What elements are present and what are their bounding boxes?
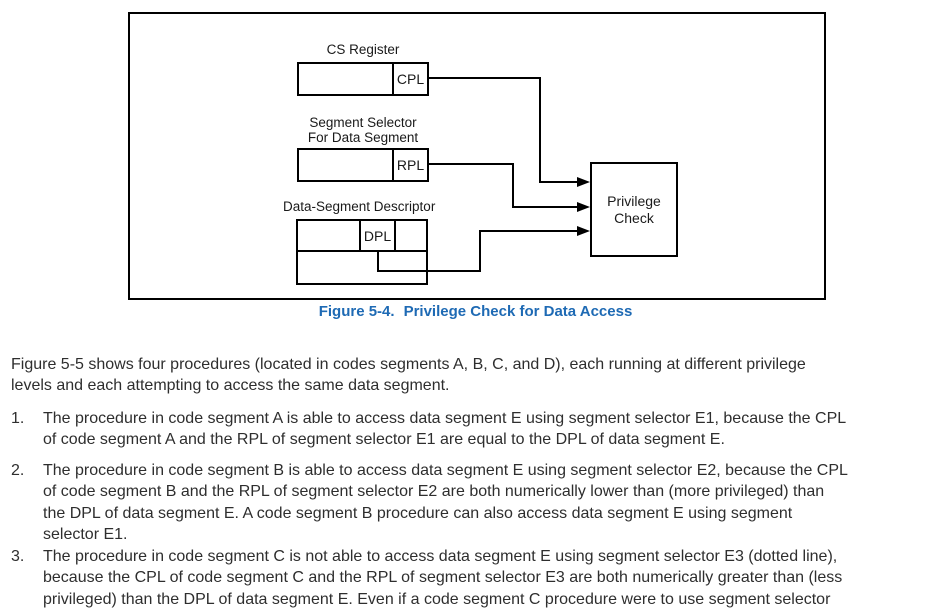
dpl-field-label: DPL [363,227,392,244]
dpl-connector-h1 [377,270,481,272]
dpl-connector-v2 [479,230,481,272]
text-line: privileged) than the DPL of data segment… [43,590,831,608]
rpl-connector-h1 [429,163,514,165]
cpl-connector-v [539,77,541,183]
segment-selector-divider [392,150,394,180]
rpl-connector-h2 [512,206,577,208]
list-item-number: 1. [11,410,25,427]
rpl-connector-v [512,163,514,208]
text-line: The procedure in code segment B is able … [43,462,848,479]
cs-register-label: CS Register [326,42,400,57]
list-item-number: 3. [11,548,25,565]
figure-caption-title: Privilege Check for Data Access [403,303,633,320]
intro-paragraph: Figure 5-5 shows four procedures (locate… [11,354,806,397]
privilege-check-line1: Privilege [607,192,661,209]
list-item-text: The procedure in code segment C is not a… [43,546,842,610]
figure-frame [128,12,826,300]
dpl-connector-v1 [377,250,379,272]
text-line: levels and each attempting to access the… [11,377,450,395]
text-line: because the CPL of code segment C and th… [43,569,843,587]
descriptor-divider-1 [359,221,361,250]
list-item-text: The procedure in code segment A is able … [43,408,846,451]
cpl-field-label: CPL [396,71,425,87]
text-line: the DPL of data segment E. A code segmen… [43,504,793,522]
rpl-arrow-icon [577,202,590,212]
text-line: Figure 5-5 shows four procedures (locate… [11,356,806,373]
list-item-1: 1. The procedure in code segment A is ab… [11,408,846,451]
cs-register-divider [392,64,394,94]
list-item-2: 2. The procedure in code segment B is ab… [11,460,848,546]
list-item-text: The procedure in code segment B is able … [43,460,848,546]
descriptor-row2-box [296,250,428,285]
text-line: selector E1. [43,526,128,544]
figure-caption-label: Figure 5-4. [318,303,395,320]
privilege-check-line2: Check [614,209,654,226]
figure-caption: Figure 5-4. Privilege Check for Data Acce… [0,303,951,320]
cpl-arrow-icon [577,177,590,187]
cpl-connector-h1 [429,77,541,79]
rpl-field-label: RPL [396,157,425,173]
text-line: The procedure in code segment C is not a… [43,548,838,565]
dpl-connector-h2 [479,230,577,232]
segment-selector-label-line1: Segment Selector [309,115,417,130]
descriptor-divider-2 [394,221,396,250]
list-item-number: 2. [11,462,25,479]
cpl-connector-h2 [539,181,578,183]
cs-register-box [297,62,429,96]
text-line: of code segment A and the RPL of segment… [43,431,725,449]
privilege-check-text: Privilege Check [590,162,678,257]
segment-selector-box [297,148,429,182]
dpl-arrow-icon [577,226,590,236]
text-line: of code segment B and the RPL of segment… [43,483,825,501]
privilege-check-box [590,162,678,257]
text-line: The procedure in code segment A is able … [43,410,847,427]
data-segment-descriptor-label: Data-Segment Descriptor [283,199,436,214]
list-item-3: 3. The procedure in code segment C is no… [11,546,842,610]
segment-selector-label-line2: For Data Segment [307,130,419,145]
